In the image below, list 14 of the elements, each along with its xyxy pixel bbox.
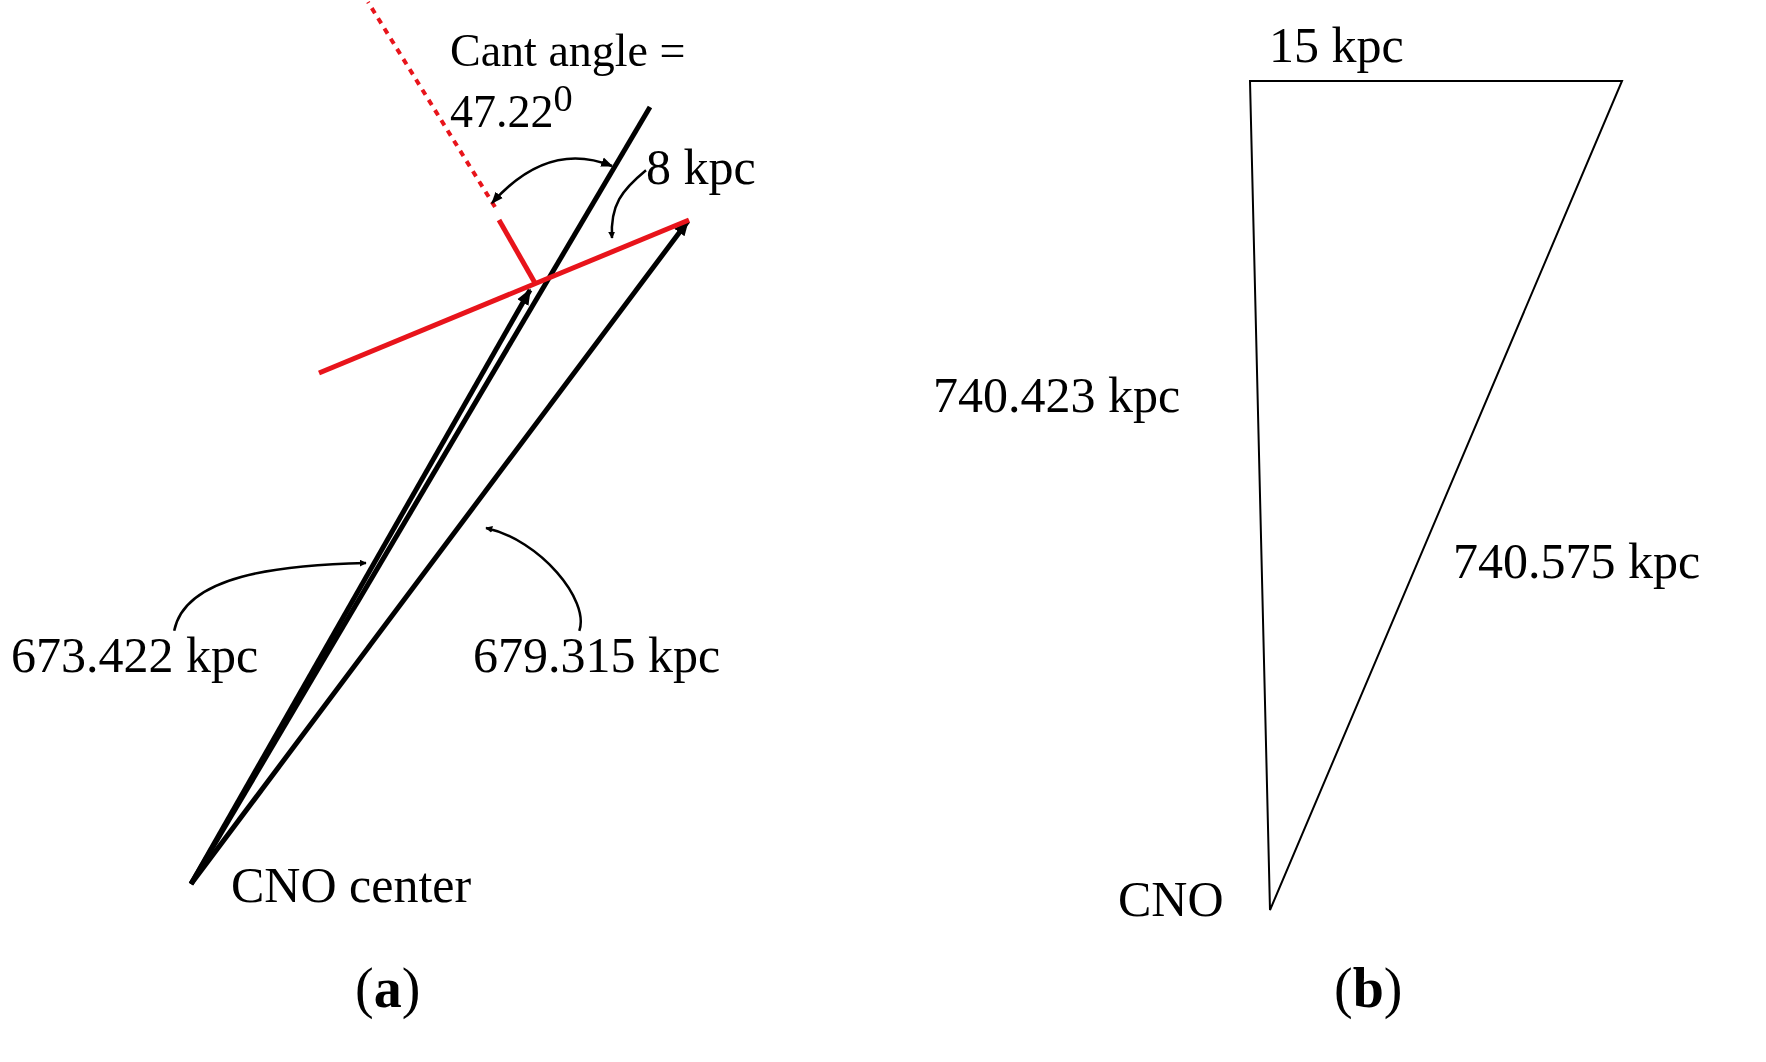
point-label: CNO center [231,858,472,913]
distance-label: 679.315 kpc [473,628,721,683]
point-label: CNO [1118,872,1224,927]
side-label: 15 kpc [1269,18,1404,73]
side-label: 740.575 kpc [1453,534,1701,589]
panel-label: (a) [355,958,421,1020]
angle-label: Cant angle = 47.22$^{0}$ [450,26,687,138]
leader-line [608,169,647,239]
leader-line [173,559,367,632]
distance-label: 8 kpc [646,140,756,195]
panel-label: (b) [1334,958,1403,1020]
distance-label: 673.422 kpc [11,628,259,683]
leader-line [485,526,582,631]
side-label: 740.423 kpc [933,368,1181,423]
